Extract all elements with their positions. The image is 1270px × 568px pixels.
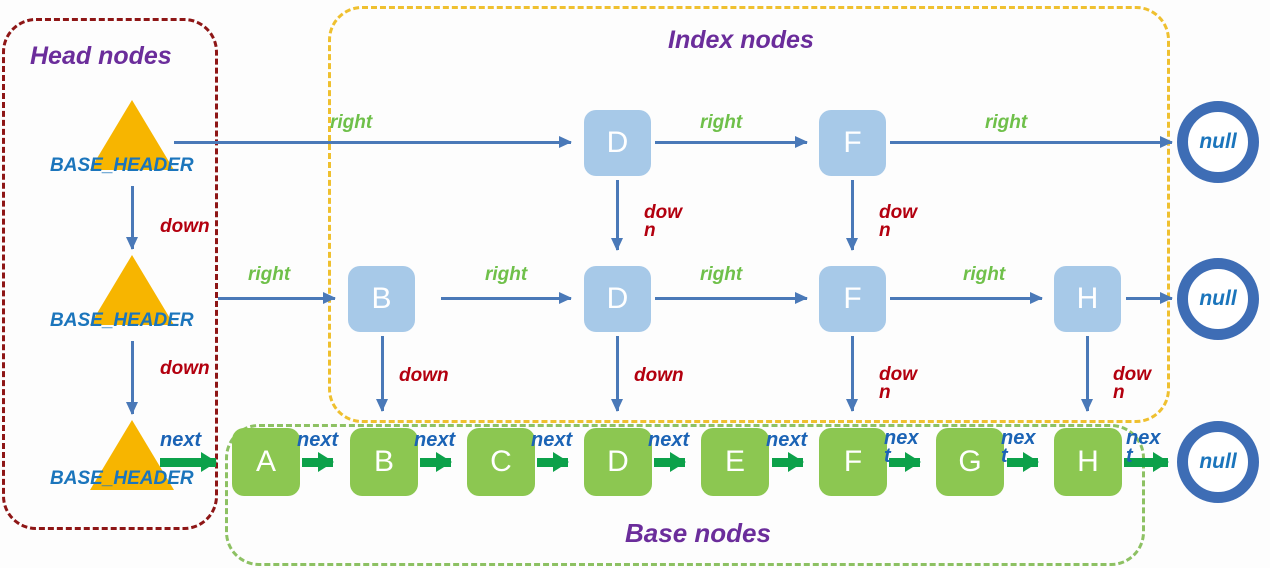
right-label-mid-3: right <box>700 264 743 285</box>
base-node-A[interactable]: A <box>232 428 300 496</box>
index-node-mid-D[interactable]: D <box>584 266 651 332</box>
head-down-arrow-2 <box>126 341 138 415</box>
right-label-mid-2: right <box>485 264 528 285</box>
next-label-2: next <box>414 429 456 451</box>
base-header-label-2: BASE_HEADER <box>50 310 194 331</box>
null-terminal-base: null <box>1177 421 1259 503</box>
down-arrow-top-D <box>611 180 623 251</box>
index-node-mid-F[interactable]: F <box>819 266 886 332</box>
right-arrow-mid-D-to-F <box>655 292 808 304</box>
head-down-label-1: down <box>160 216 210 237</box>
next-arrow-E-to-F <box>772 452 804 472</box>
right-arrow-top-F-to-null <box>890 136 1173 148</box>
index-node-mid-H[interactable]: H <box>1054 266 1121 332</box>
head-down-label-2: down <box>160 358 210 379</box>
base-header-label-3: BASE_HEADER <box>50 468 194 489</box>
base-header-label-1: BASE_HEADER <box>50 155 194 176</box>
head-down-arrow-1 <box>126 186 138 250</box>
group-title-base-nodes: Base nodes <box>625 518 771 548</box>
right-label-top-3: right <box>985 112 1028 133</box>
base-node-E[interactable]: E <box>701 428 769 496</box>
group-title-index-nodes: Index nodes <box>668 26 814 54</box>
down-label-mid-F: dow n <box>879 364 917 404</box>
down-label-top-D: dow n <box>644 202 682 242</box>
right-arrow-mid-B-to-D <box>441 292 572 304</box>
right-arrow-mid-F-to-H <box>890 292 1043 304</box>
right-arrow-mid-H-to-null <box>1126 292 1173 304</box>
index-node-mid-B[interactable]: B <box>348 266 415 332</box>
base-header-triangle-1 <box>90 100 174 170</box>
down-arrow-mid-F <box>846 336 858 412</box>
index-node-top-D[interactable]: D <box>584 110 651 176</box>
base-header-triangle-2 <box>90 255 174 325</box>
base-node-B[interactable]: B <box>350 428 418 496</box>
down-arrow-mid-H <box>1081 336 1093 412</box>
null-terminal-top: null <box>1177 101 1259 183</box>
group-box-base-nodes <box>225 424 1145 566</box>
right-label-top-2: right <box>700 112 743 133</box>
down-arrow-mid-B <box>376 336 388 412</box>
next-arrow-G-to-H <box>1007 452 1039 472</box>
next-arrow-D-to-E <box>654 452 686 472</box>
next-label-1: next <box>297 429 339 451</box>
down-label-mid-D: down <box>634 365 684 386</box>
base-header-triangle-3 <box>90 420 174 490</box>
base-node-H[interactable]: H <box>1054 428 1122 496</box>
index-node-top-F[interactable]: F <box>819 110 886 176</box>
right-label-mid-1: right <box>248 264 291 285</box>
down-label-top-F: dow n <box>879 202 917 242</box>
next-arrow-header-to-A <box>160 452 217 472</box>
group-title-head-nodes: Head nodes <box>30 42 172 70</box>
down-label-mid-B: down <box>399 365 449 386</box>
right-arrow-top-D-to-F <box>655 136 808 148</box>
base-node-D[interactable]: D <box>584 428 652 496</box>
next-arrow-B-to-C <box>420 452 452 472</box>
next-arrow-A-to-B <box>302 452 334 472</box>
right-label-top-1: right <box>330 112 373 133</box>
next-arrow-H-to-null <box>1124 452 1169 472</box>
next-label-5: next <box>766 429 808 451</box>
right-label-mid-4: right <box>963 264 1006 285</box>
down-label-mid-H: dow n <box>1113 364 1151 404</box>
next-label-4: next <box>648 429 690 451</box>
down-arrow-mid-D <box>611 336 623 412</box>
base-node-C[interactable]: C <box>467 428 535 496</box>
right-arrow-mid-header-to-B <box>218 292 336 304</box>
down-arrow-top-F <box>846 180 858 251</box>
group-box-index-nodes <box>328 6 1170 423</box>
next-label-0: next <box>160 429 202 451</box>
base-node-G[interactable]: G <box>936 428 1004 496</box>
next-arrow-C-to-D <box>537 452 569 472</box>
next-arrow-F-to-G <box>889 452 921 472</box>
next-label-8: nex t <box>1126 427 1161 467</box>
null-terminal-mid: null <box>1177 258 1259 340</box>
null-terminal-base-label: null <box>1199 450 1237 473</box>
base-node-F[interactable]: F <box>819 428 887 496</box>
next-label-6: nex t <box>884 427 919 467</box>
right-arrow-top-header-to-D <box>174 136 572 148</box>
group-box-head-nodes <box>2 18 218 530</box>
null-terminal-top-label: null <box>1199 130 1237 153</box>
next-label-3: next <box>531 429 573 451</box>
next-label-7: nex t <box>1001 427 1036 467</box>
null-terminal-mid-label: null <box>1199 287 1237 310</box>
